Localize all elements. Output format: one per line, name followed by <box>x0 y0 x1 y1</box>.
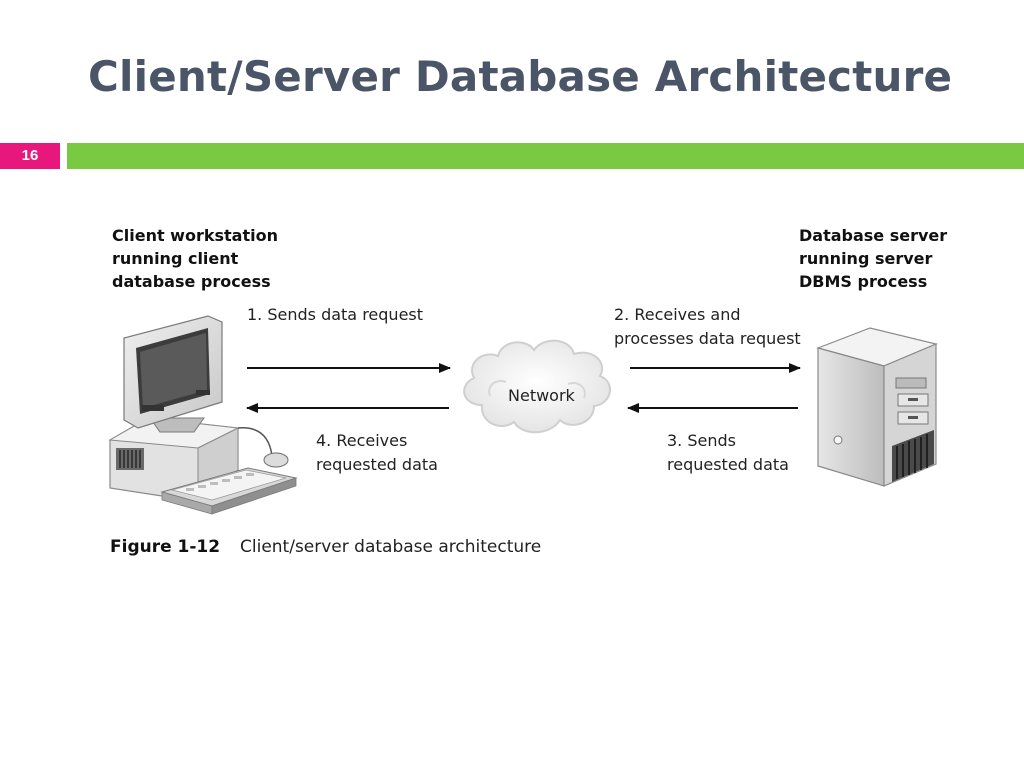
cloud-icon <box>463 339 611 434</box>
step2-label-line: 2. Receives and <box>614 305 741 324</box>
step1-label: 1. Sends data request <box>247 305 423 324</box>
step3-label: 3. Sends requested data <box>667 431 789 474</box>
client-label-line: Client workstation <box>112 226 278 245</box>
computer-icon <box>108 315 298 515</box>
accent-bar <box>67 143 1024 169</box>
server-label: Database server running server DBMS proc… <box>799 226 953 291</box>
step1-label-line: 1. Sends data request <box>247 305 423 324</box>
network-label: Network <box>508 386 576 405</box>
step4-label-line: requested data <box>316 455 438 474</box>
server-icon <box>816 327 938 487</box>
figure-caption: Figure 1-12 Client/server database archi… <box>110 537 541 557</box>
slide-number-badge: 16 <box>0 143 60 169</box>
client-label-line: running client <box>112 249 239 268</box>
page-title: Client/Server Database Architecture <box>88 52 953 101</box>
step3-label-line: 3. Sends <box>667 431 736 450</box>
client-label: Client workstation running client databa… <box>112 226 284 291</box>
step3-label-line: requested data <box>667 455 789 474</box>
figure-caption-text: Client/server database architecture <box>240 537 541 557</box>
step2-label-line: processes data request <box>614 329 801 348</box>
step2-label: 2. Receives and processes data request <box>614 305 801 348</box>
step4-label-line: 4. Receives <box>316 431 407 450</box>
client-label-line: database process <box>112 272 271 291</box>
server-label-line: running server <box>799 249 933 268</box>
figure-number: Figure 1-12 <box>110 537 220 557</box>
step4-label: 4. Receives requested data <box>316 431 438 474</box>
server-label-line: Database server <box>799 226 947 245</box>
server-label-line: DBMS process <box>799 272 927 291</box>
